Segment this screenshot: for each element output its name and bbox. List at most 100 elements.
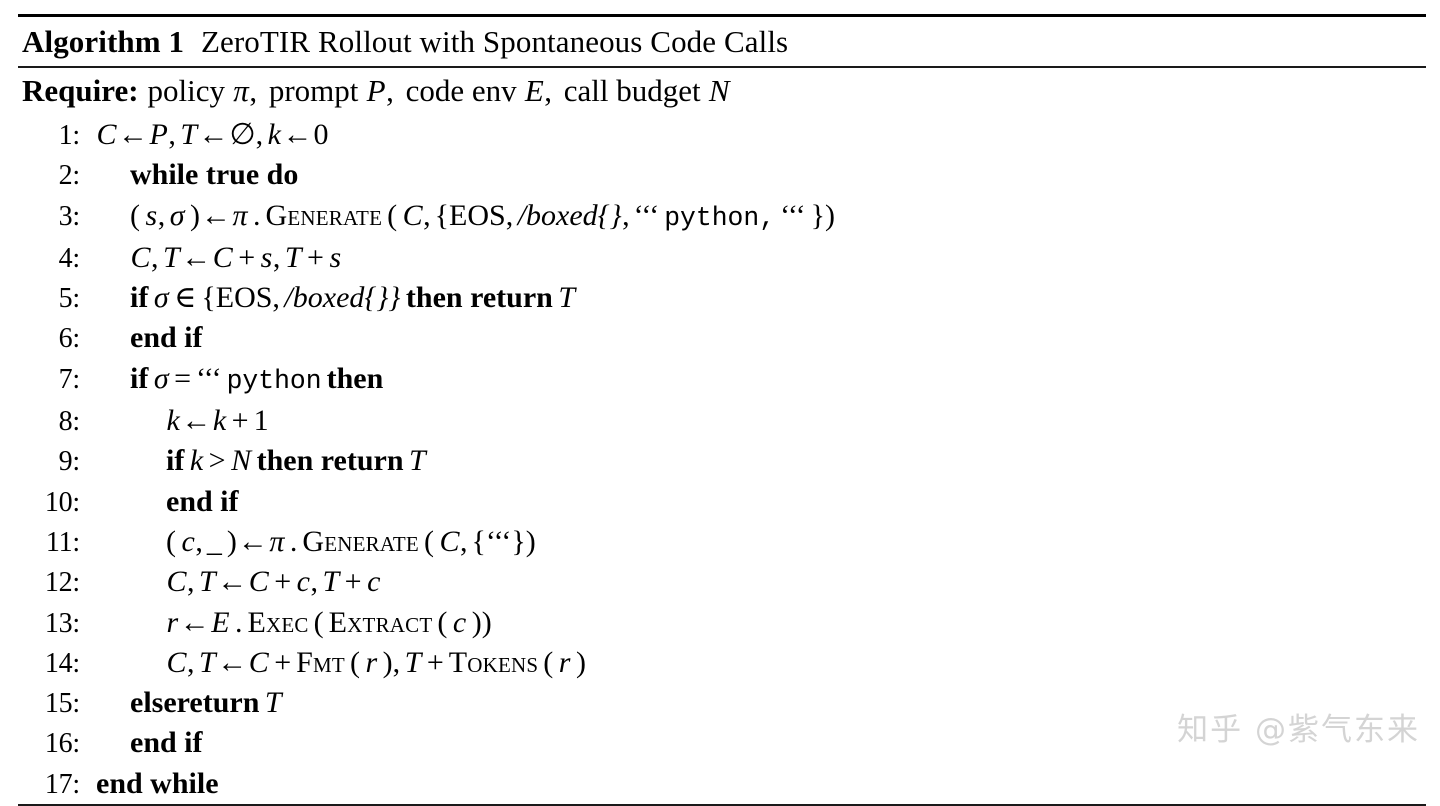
code-token: ← [118,118,149,151]
code-token: σ [153,281,169,315]
line-number: 10: [44,486,80,518]
code-token: E [211,605,230,639]
code-token: s [260,240,273,274]
line-number: 11: [45,526,80,558]
code-token: , [622,198,630,232]
code-token: c [296,565,310,599]
code-token: C [96,118,117,151]
algorithm-line: 17: end while [18,764,1426,804]
line-number: 7: [58,363,81,395]
algorithm-label: Algorithm 1 [22,24,185,59]
line-number: 8: [58,406,81,438]
algorithm-line: 6:end if [18,318,1426,358]
code-token: r [365,645,378,679]
line-code: end while [92,764,219,803]
code-token: π [269,524,285,558]
algorithm-line: 12:C,T←C+c,T+c [18,562,1426,602]
code-token: + [274,645,292,679]
code-token: T [199,565,216,599]
code-token: ← [181,404,212,438]
code-token: if [130,281,149,315]
code-token: Tokens [448,645,539,679]
code-token: + [231,404,249,438]
code-token: Exec [247,605,309,639]
code-token: ( [313,605,324,639]
code-token: s [145,198,158,232]
code-token: , [255,118,264,151]
algorithm-line: 4:C,T←C+s,T+s [18,238,1426,278]
code-token: python, [664,202,776,233]
line-number: 16: [44,728,80,760]
code-token: ‘‘‘ [633,198,660,232]
line-number: 2: [58,160,81,192]
code-token: ← [217,565,248,599]
code-token: ← [198,118,229,151]
line-number: 9: [58,446,81,478]
code-token: + [307,240,324,274]
code-token: ) [382,645,393,679]
code-token: ← [237,524,268,558]
algorithm-line: 2:while true do [18,155,1426,195]
code-token: . [253,198,261,232]
code-token: r [166,605,179,639]
line-code: C,T←C+c,T+c [92,562,381,601]
code-token: ∅ [229,118,256,151]
code-token: C [166,565,187,599]
line-code: C,T←C+s,T+s [92,238,342,277]
code-token: ← [179,605,210,639]
code-token: ‘‘‘ [780,198,806,232]
code-token: ( [130,198,140,232]
line-number: 3: [58,200,81,232]
code-token: c [452,605,467,639]
code-token: = [174,361,192,395]
line-code: end if [92,482,239,521]
code-token: C [248,565,269,599]
code-token: + [274,565,292,599]
require-text: policy π, prompt P, code env E, call bud… [147,73,730,108]
code-token: C [130,240,151,274]
code-token: k [189,444,204,478]
code-token: . [235,605,243,639]
code-token: ∈ [174,281,197,315]
code-token: , [310,565,318,599]
code-token: T [404,645,422,679]
code-token: , [195,524,203,558]
code-token: N [231,444,252,478]
algorithm-line: 13:r←E.Exec(Extract(c)) [18,603,1426,643]
code-token: if [166,444,185,478]
code-token: /boxed{}} [284,281,401,315]
code-token: then [326,361,384,395]
code-token: , [187,565,195,599]
code-token: T [558,281,576,315]
line-code: k←k+1 [92,401,269,440]
code-token: P [149,118,168,151]
line-code: end if [92,723,203,762]
code-token: , [392,645,401,679]
algorithm-line: 3:(s,σ)←π.Generate(C,{EOS,/boxed{},‘‘‘py… [18,196,1426,238]
algorithm-line: 11:(c,_)←π.Generate(C,{‘‘‘}) [18,522,1426,562]
code-token: /boxed{} [517,198,622,232]
code-token: ) [226,524,237,558]
code-token: , [272,281,280,315]
code-token: s [329,240,342,274]
code-token: ← [200,198,231,232]
code-token: _ [206,524,222,558]
header-rule [18,66,1426,68]
line-number: 6: [58,323,81,355]
algorithm-title: Algorithm 1 ZeroTIR Rollout with Spontan… [18,17,1426,66]
line-number: 17: [44,768,80,800]
code-token: }) [810,198,835,232]
code-token: ( [387,198,398,232]
algorithm-line: 16: end if [18,723,1426,763]
algorithm-name: ZeroTIR Rollout with Spontaneous Code Ca… [200,24,789,59]
line-number: 4: [58,242,81,274]
algorithm-line: 8: k←k+1 [18,401,1426,441]
algorithm-line: 14:C,T←C+Fmt(r),T+Tokens(r) [18,643,1426,683]
code-token: T [199,645,216,679]
